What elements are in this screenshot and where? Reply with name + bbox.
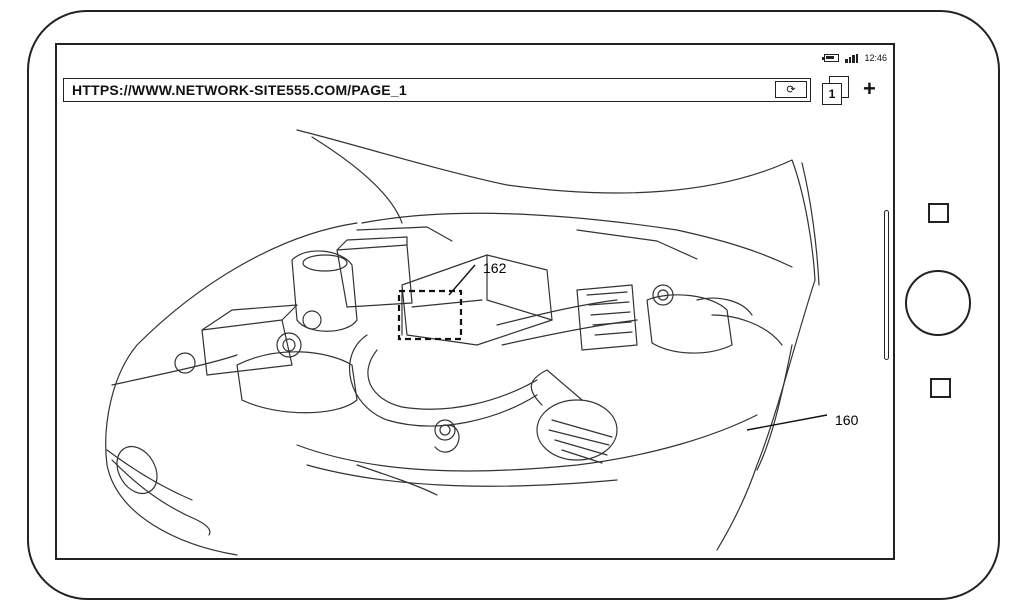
engine-bay-illustration: 162 160	[105, 129, 859, 556]
refresh-button[interactable]: ⟳	[775, 81, 807, 98]
intake-tube	[349, 334, 538, 427]
label-162: 162	[483, 260, 507, 276]
label-160: 160	[835, 412, 859, 428]
refresh-icon: ⟳	[786, 84, 796, 96]
overlay-region-162	[397, 289, 463, 341]
open-hood	[296, 129, 816, 281]
status-bar: 12:46	[822, 51, 887, 65]
filler-cap-right	[652, 284, 674, 306]
signal-bars-icon	[845, 53, 859, 63]
status-time: 12:46	[864, 53, 887, 63]
filler-cap-left	[276, 332, 302, 358]
tabs-button[interactable]: 1	[819, 76, 853, 108]
back-button[interactable]	[930, 378, 951, 398]
leader-line-162	[448, 264, 476, 296]
battery-icon	[822, 54, 840, 62]
side-scrollbar[interactable]	[884, 210, 889, 360]
leader-line-160	[746, 414, 828, 431]
recent-apps-button[interactable]	[928, 203, 949, 223]
left-fender	[105, 222, 358, 556]
url-text[interactable]: HTTPS://WWW.NETWORK-SITE555.COM/PAGE_1	[72, 82, 407, 98]
address-bar[interactable]: HTTPS://WWW.NETWORK-SITE555.COM/PAGE_1 ⟳	[63, 78, 811, 102]
device-screen: 162 160 12:46 HTTPS://WWW.NETWORK-SITE55…	[55, 43, 895, 560]
battery-box	[336, 244, 413, 308]
home-button[interactable]	[905, 270, 971, 336]
new-tab-button[interactable]: +	[863, 76, 876, 101]
tablet-device	[27, 10, 1000, 600]
air-filter	[536, 399, 618, 461]
tab-count: 1	[822, 83, 842, 105]
